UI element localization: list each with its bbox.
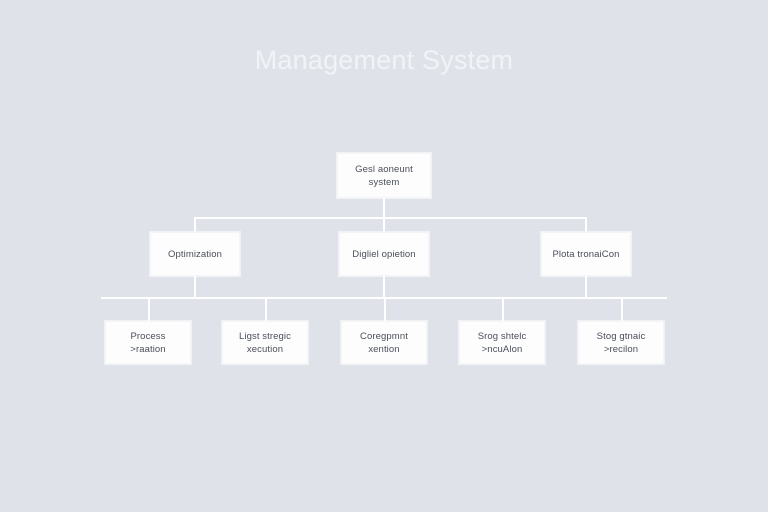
node-level2-platform-transformation-label: Plota tronaiCon — [552, 248, 620, 260]
connector-level3-bus — [101, 297, 667, 299]
node-level2-optimization-label: Optimization — [168, 248, 222, 260]
node-leaf-1-label: Process >raation — [130, 330, 166, 355]
node-leaf-3[interactable]: Coregpmnt xention — [341, 321, 427, 364]
connector-level3-stem-left — [194, 276, 196, 298]
node-leaf-3-label: Coregpmnt xention — [360, 330, 408, 355]
node-level2-digital-operation[interactable]: Digliel opietion — [339, 232, 429, 276]
connector-level3-drop-4 — [621, 297, 623, 321]
node-leaf-5-label: Stog gtnaic >recilon — [596, 330, 646, 355]
connector-level3-drop-0 — [148, 297, 150, 321]
connector-level2-drop-2 — [585, 217, 587, 232]
node-level2-optimization[interactable]: Optimization — [150, 232, 240, 276]
connector-level3-drop-1 — [265, 297, 267, 321]
connector-level3-stem-right — [585, 276, 587, 298]
connector-level3-drop-3 — [502, 297, 504, 321]
node-level2-digital-operation-label: Digliel opietion — [352, 248, 416, 260]
connector-level2-drop-1 — [383, 217, 385, 232]
node-level2-platform-transformation[interactable]: Plota tronaiCon — [541, 232, 631, 276]
node-leaf-4[interactable]: Srog shtelc >ncuAlon — [459, 321, 545, 364]
page-title: Management System — [254, 45, 514, 75]
node-leaf-2[interactable]: Ligst stregic xecution — [222, 321, 308, 364]
node-leaf-5[interactable]: Stog gtnaic >recilon — [578, 321, 664, 364]
connector-level3-stem-center — [383, 276, 385, 298]
connector-level2-drop-0 — [194, 217, 196, 232]
node-root-label: Gesl aoneunt system — [355, 163, 413, 188]
connector-root-stem — [383, 198, 385, 218]
node-leaf-1[interactable]: Process >raation — [105, 321, 191, 364]
node-leaf-2-label: Ligst stregic xecution — [239, 330, 291, 355]
connector-level2-bus — [194, 217, 587, 219]
connector-level3-drop-2 — [384, 297, 386, 321]
node-leaf-4-label: Srog shtelc >ncuAlon — [477, 330, 527, 355]
node-root[interactable]: Gesl aoneunt system — [337, 153, 431, 198]
